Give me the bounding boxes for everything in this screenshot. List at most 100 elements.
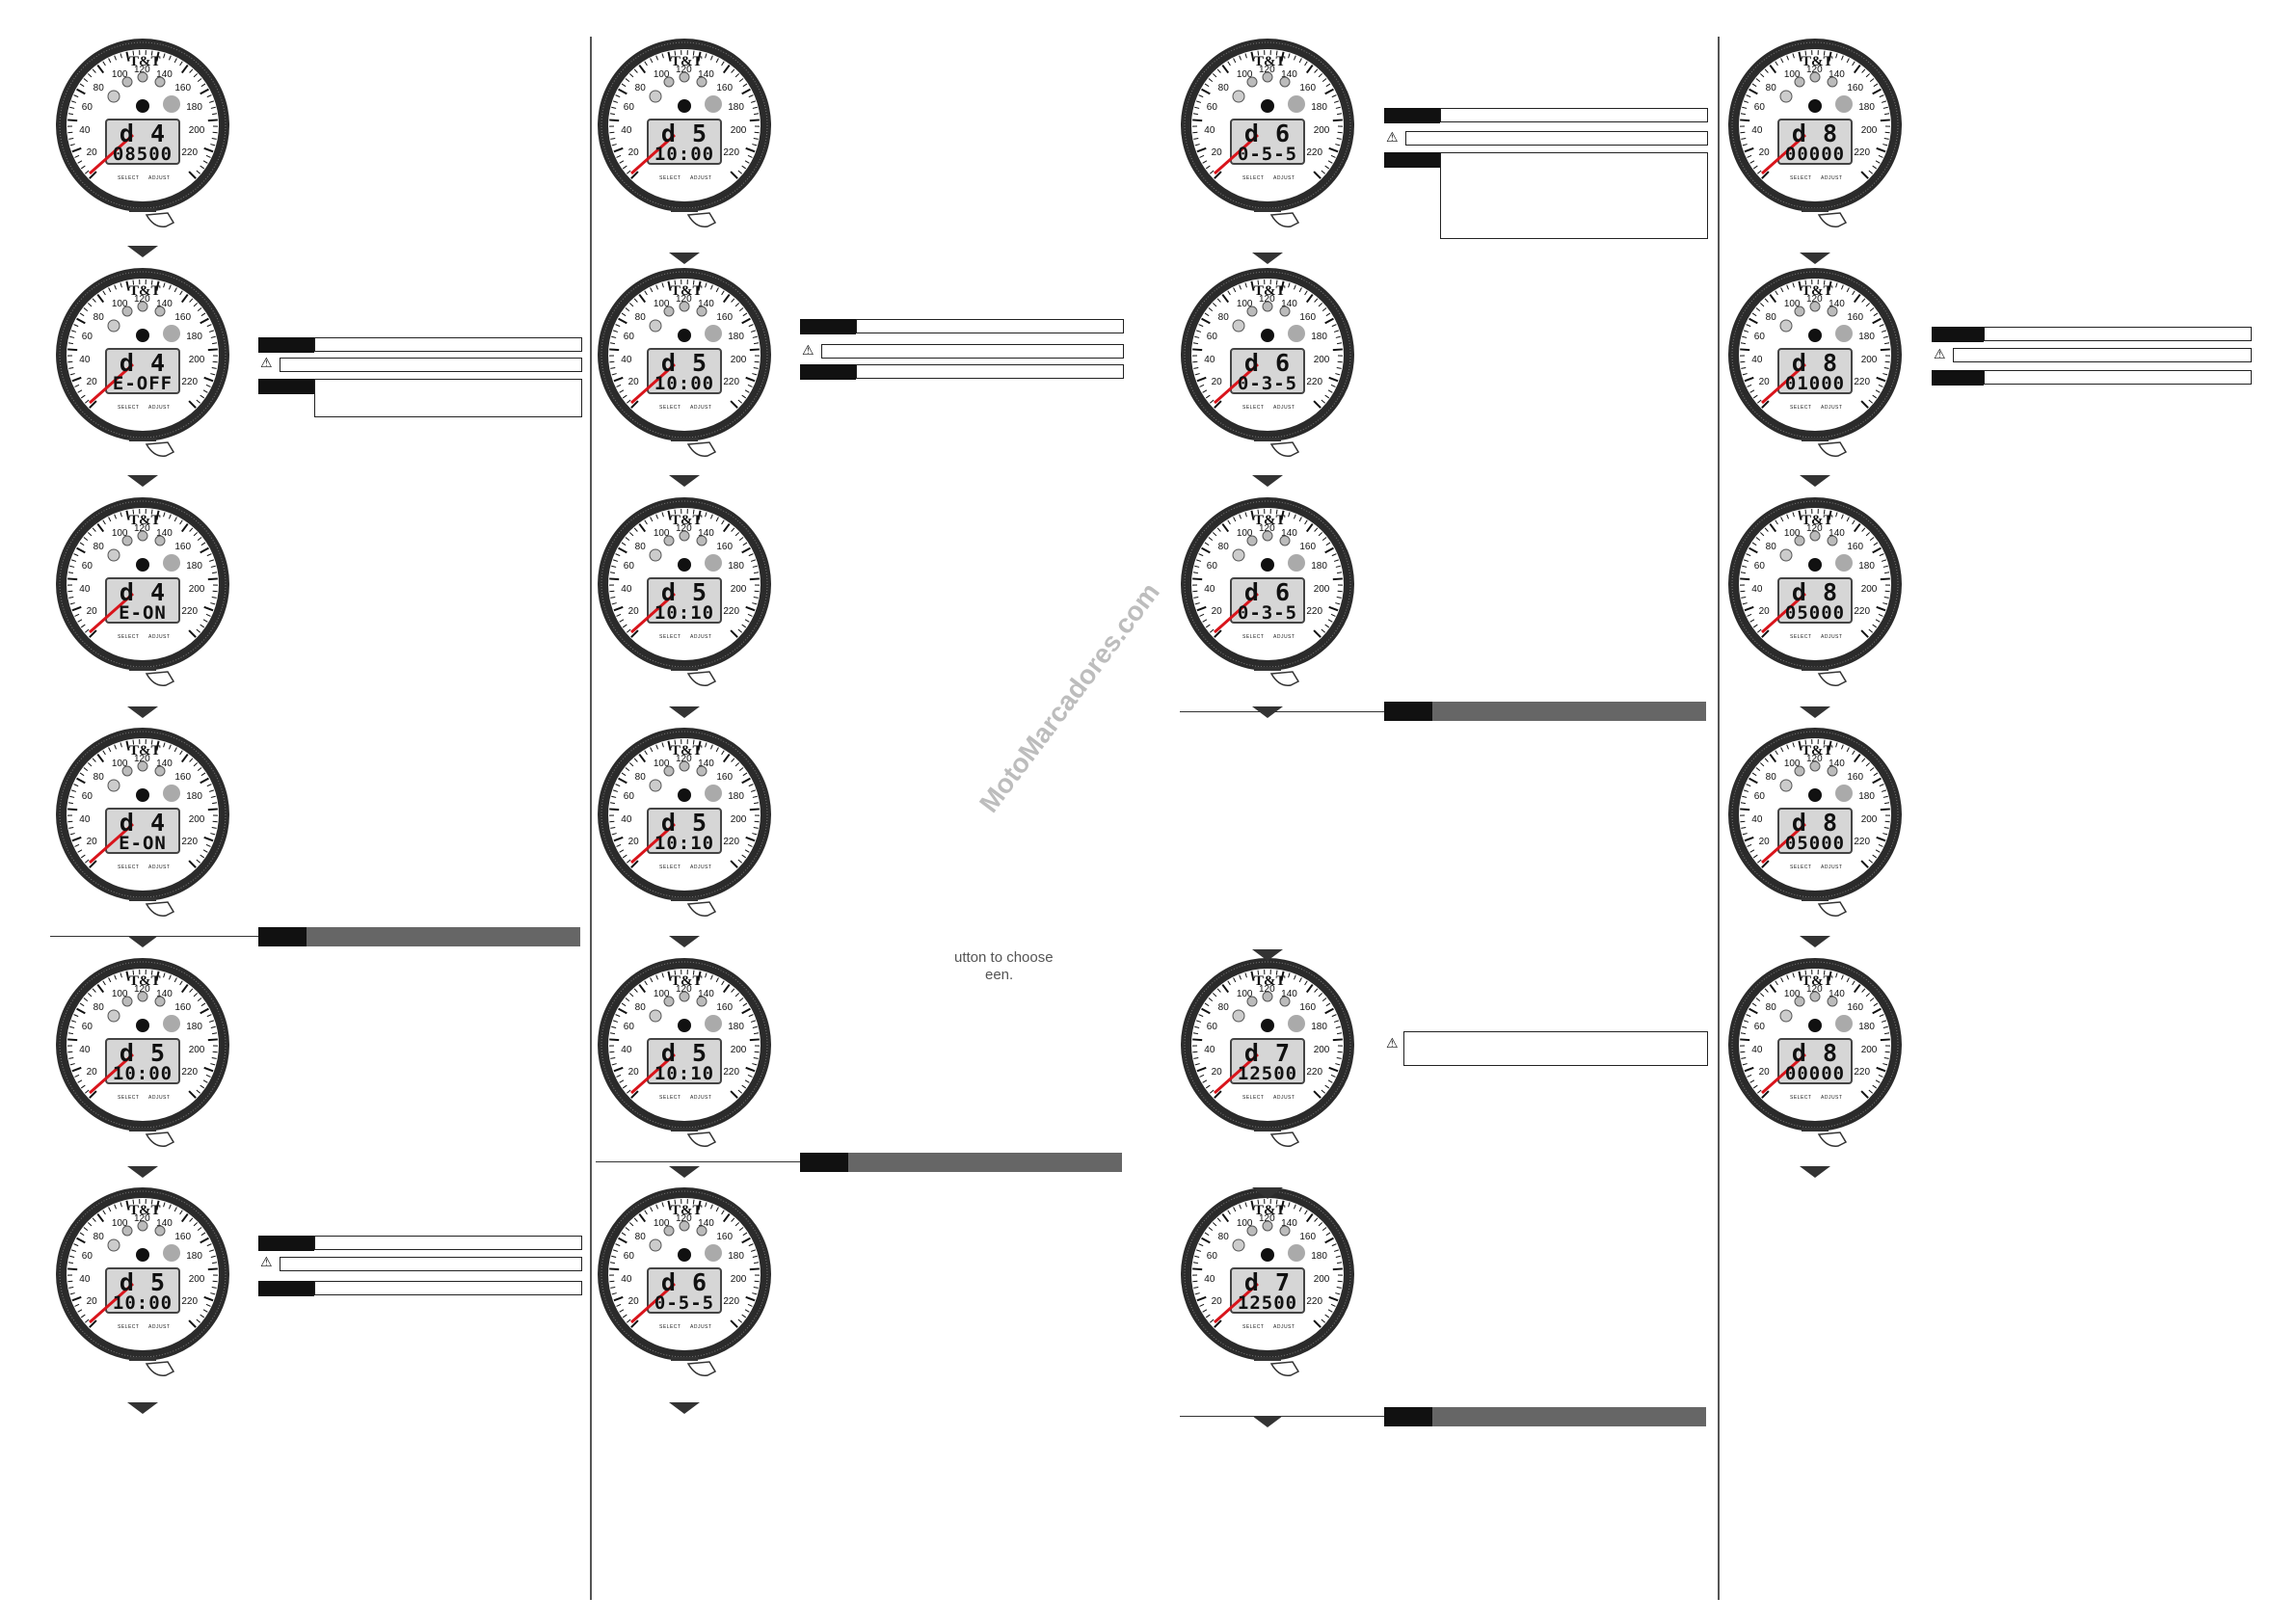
gauge-tick (1883, 366, 1889, 369)
gauge-tick (1828, 51, 1832, 62)
speed-tick-label: 100 (111, 988, 128, 999)
select-button-label[interactable]: SELECT (1242, 634, 1265, 640)
select-button-label[interactable]: SELECT (659, 175, 681, 181)
select-button-label[interactable]: SELECT (118, 1324, 140, 1330)
gauge-tick (731, 1217, 735, 1222)
adjust-button-label[interactable]: ADJUST (148, 634, 171, 640)
adjust-button-label[interactable]: ADJUST (690, 1324, 712, 1330)
select-button-label[interactable]: SELECT (1242, 405, 1265, 411)
select-button-label[interactable]: SELECT (659, 405, 681, 411)
adjust-button-label[interactable]: ADJUST (690, 634, 712, 640)
gauge-tick (1769, 293, 1777, 304)
select-button-label[interactable]: SELECT (118, 405, 140, 411)
select-button-label[interactable]: SELECT (659, 1324, 681, 1330)
select-button-label[interactable]: SELECT (659, 634, 681, 640)
gauge-tick (1227, 290, 1231, 296)
speed-tick-label: 60 (1753, 1022, 1765, 1033)
speed-tick-label: 100 (1236, 988, 1253, 999)
adjust-button-label[interactable]: ADJUST (1821, 634, 1843, 640)
adjust-button-label[interactable]: ADJUST (1273, 1095, 1295, 1101)
adjust-button-label[interactable]: ADJUST (148, 865, 171, 870)
select-button-label[interactable]: SELECT (118, 175, 140, 181)
note-line (280, 1257, 582, 1271)
indicator-lamp (154, 1225, 166, 1237)
gauge-tick (168, 55, 172, 61)
select-button-label[interactable]: SELECT (659, 1095, 681, 1101)
select-button-label[interactable]: SELECT (1242, 1095, 1265, 1101)
gauge-tick (1333, 559, 1339, 562)
select-button-label[interactable]: SELECT (1790, 175, 1812, 181)
gauge-tick (1881, 100, 1886, 103)
gauge-tick (1196, 1066, 1207, 1073)
select-button-label[interactable]: SELECT (1790, 865, 1812, 870)
adjust-button-label[interactable]: ADJUST (1273, 634, 1295, 640)
indicator-lamp (1827, 996, 1838, 1007)
gauge-tick (74, 1074, 80, 1078)
gauge-tick (1881, 789, 1886, 792)
gauge-tick (73, 784, 79, 787)
adjust-button-label[interactable]: ADJUST (1821, 1095, 1843, 1101)
adjust-button-label[interactable]: ADJUST (148, 1324, 171, 1330)
gauge-tick (1194, 1292, 1200, 1295)
select-button-label[interactable]: SELECT (1790, 634, 1812, 640)
select-button-label[interactable]: SELECT (118, 634, 140, 640)
select-button-label[interactable]: SELECT (659, 865, 681, 870)
adjust-button-label[interactable]: ADJUST (148, 1095, 171, 1101)
needle-hub (1808, 558, 1822, 572)
select-button-label[interactable]: SELECT (1242, 175, 1265, 181)
select-button-label[interactable]: SELECT (118, 865, 140, 870)
gauge-tick (1869, 767, 1875, 771)
gauge-tick (200, 777, 209, 785)
adjust-button-label[interactable]: ADJUST (690, 175, 712, 181)
gauge-tick (619, 619, 625, 623)
gauge-tick (68, 1286, 74, 1289)
select-button-label[interactable]: SELECT (1790, 1095, 1812, 1101)
adjust-button-label[interactable]: ADJUST (1821, 405, 1843, 411)
gauge-tick (1328, 1066, 1339, 1073)
gauge-tick (1828, 740, 1832, 751)
gauge-tick (155, 51, 160, 62)
gauge-tick (1780, 747, 1784, 753)
gauge-tick (1321, 170, 1325, 174)
select-button-label[interactable]: SELECT (1790, 405, 1812, 411)
gauge-tick (189, 1217, 194, 1222)
gauge-tick (1208, 998, 1214, 1001)
adjust-button-label[interactable]: ADJUST (1273, 405, 1295, 411)
adjust-button-label[interactable]: ADJUST (690, 865, 712, 870)
adjust-button-label[interactable]: ADJUST (1821, 865, 1843, 870)
adjust-button-label[interactable]: ADJUST (1821, 175, 1843, 181)
gauge-tick (616, 613, 622, 617)
gauge-tick (618, 1237, 627, 1244)
select-button-label[interactable]: SELECT (118, 1095, 140, 1101)
gauge-tick (1798, 51, 1802, 62)
adjust-button-label[interactable]: ADJUST (1273, 175, 1295, 181)
select-button-label[interactable]: SELECT (1242, 1324, 1265, 1330)
adjust-button-label[interactable]: ADJUST (690, 405, 712, 411)
gauge-tick (1201, 1237, 1211, 1244)
indicator-lamp (1279, 535, 1291, 546)
adjust-button-label[interactable]: ADJUST (690, 1095, 712, 1101)
adjust-button-label[interactable]: ADJUST (148, 175, 171, 181)
gauge-tick (200, 1002, 206, 1007)
gauge-tick (87, 73, 93, 78)
gauge-tick (1742, 335, 1748, 338)
gauge-tick (1193, 596, 1199, 599)
gauge-tick (1313, 400, 1322, 409)
gauge-tick (197, 537, 202, 541)
lcd-value-readout: E-ON (119, 602, 167, 624)
gauge-tick (1227, 61, 1231, 67)
gauge-tick (1869, 998, 1875, 1001)
adjust-button-label[interactable]: ADJUST (148, 405, 171, 411)
adjust-button-label[interactable]: ADJUST (1273, 1324, 1295, 1330)
gauge-tick (74, 1303, 80, 1307)
speed-tick-label: 60 (81, 791, 93, 803)
indicator-lamp (1232, 548, 1245, 562)
speed-tick-label: 180 (1311, 1022, 1327, 1033)
gauge-tick (1196, 1295, 1207, 1302)
gauge-tick (1880, 1038, 1890, 1042)
speed-tick-label: 20 (627, 1295, 639, 1307)
gauge-tick (741, 1237, 751, 1244)
gauge-tick (1233, 517, 1237, 522)
gauge-tick (753, 826, 759, 829)
indicator-lamp (1794, 765, 1805, 777)
